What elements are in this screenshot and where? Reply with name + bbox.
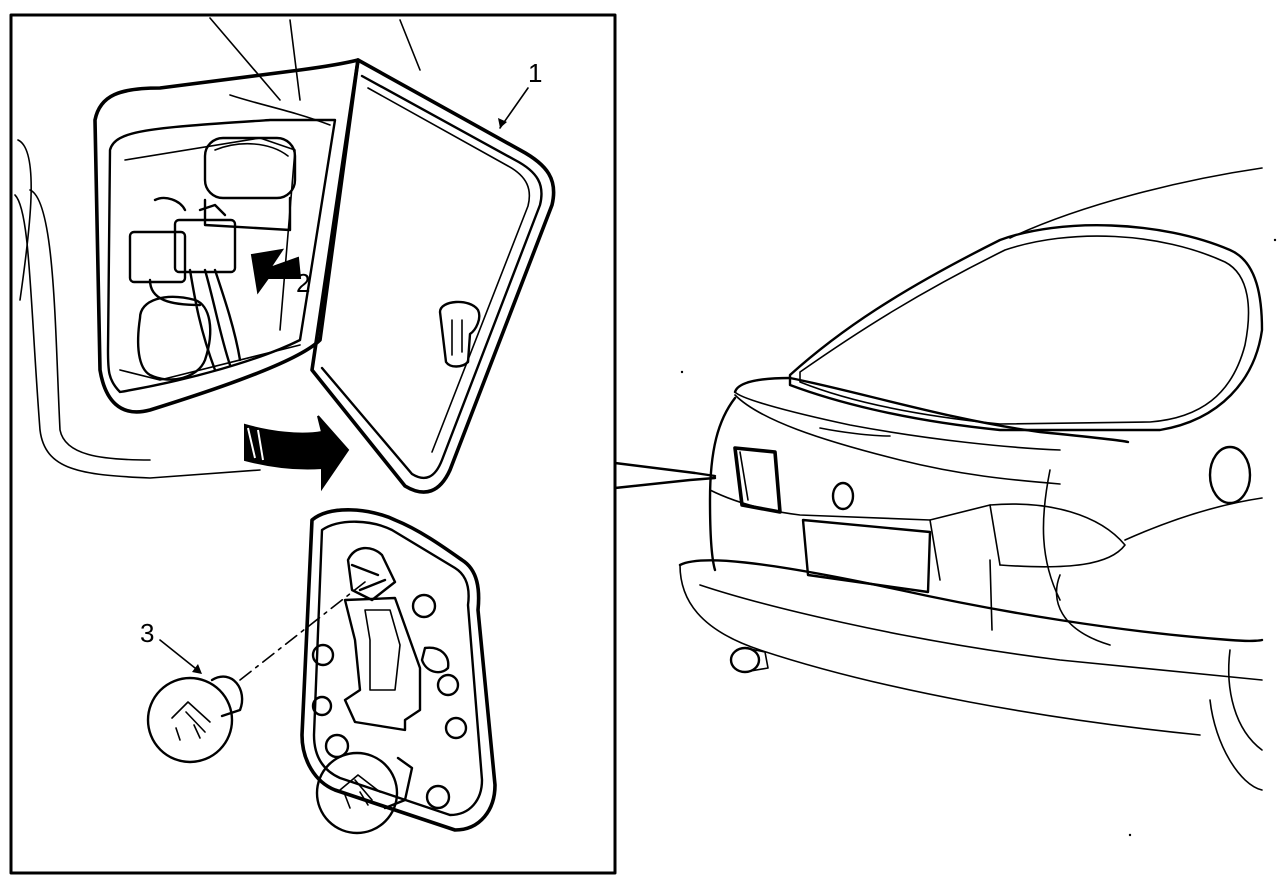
lamp-access-cover [310,58,556,494]
removal-direction-arrow [244,415,350,492]
inset-leader-line [613,461,717,490]
callout-leader-1 [498,87,529,129]
callout-2-release-tab: 2 [296,268,311,298]
car-rear-view [678,167,1264,791]
release-tab-arrow [250,248,302,295]
callout-leader-3 [159,639,202,674]
callout-1-lamp-cover: 1 [528,58,543,88]
bulb-holder-plate [300,508,497,832]
installed-bulb [315,751,414,835]
detail-inset-frame [9,13,617,875]
lamp-compartment-housing [14,17,421,479]
callout-3-bulb: 3 [140,618,155,648]
scan-specks [680,238,1277,837]
replacement-bulb [146,581,366,764]
